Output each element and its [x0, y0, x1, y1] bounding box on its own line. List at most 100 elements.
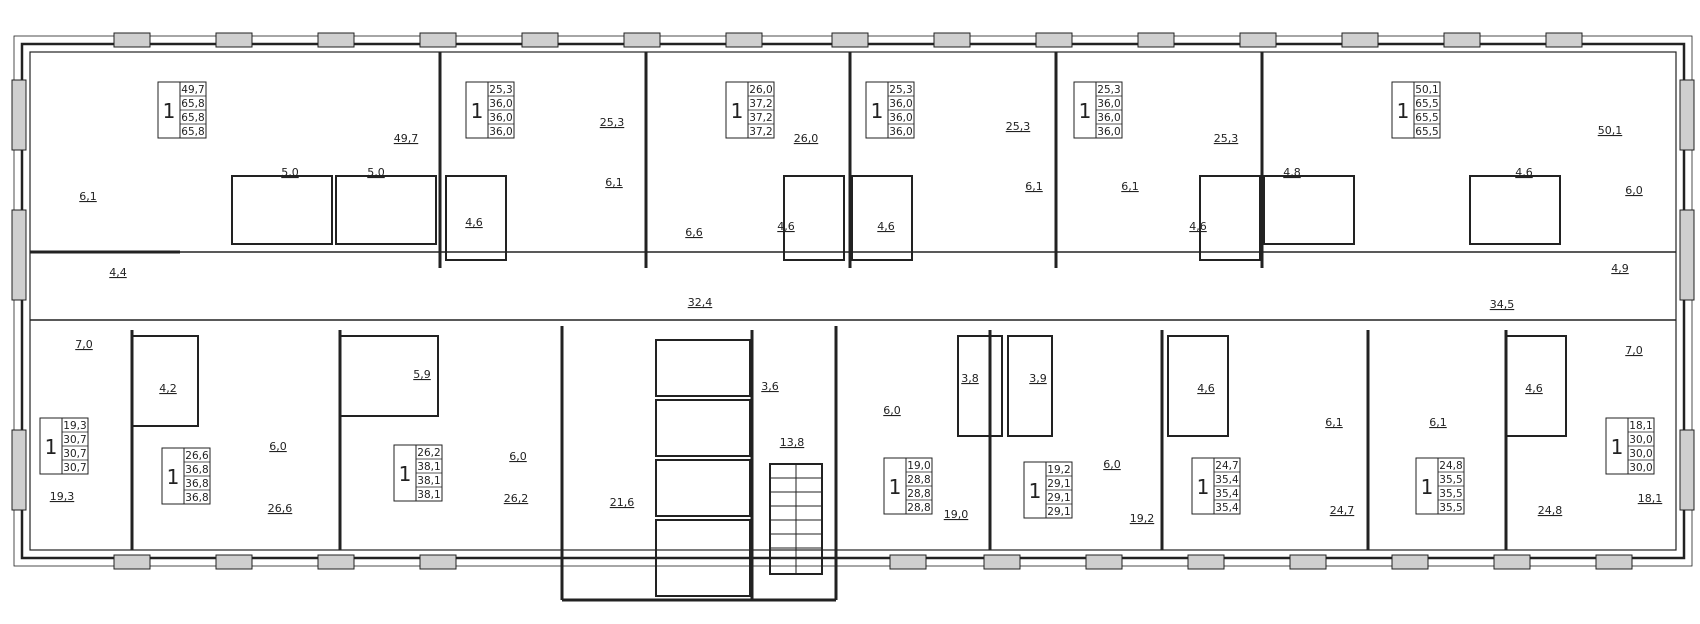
unit-rooms: 1 — [399, 462, 412, 486]
room-area-label: 6,1 — [1429, 416, 1447, 429]
unit-table: 119,229,129,129,1 — [1023, 461, 1073, 519]
room-area-label: 3,6 — [761, 380, 779, 393]
room-area-label: 3,8 — [961, 372, 979, 385]
room-area-label: 6,0 — [883, 404, 901, 417]
unit-area: 30,7 — [63, 448, 86, 460]
unit-table: 118,130,030,030,0 — [1605, 417, 1655, 475]
unit-area: 65,5 — [1415, 126, 1438, 138]
unit-rooms: 1 — [1197, 475, 1210, 499]
unit-area: 36,8 — [185, 492, 208, 504]
room-area-label: 26,0 — [794, 132, 819, 145]
room-area-label: 7,0 — [75, 338, 93, 351]
room-area-label: 13,8 — [780, 436, 805, 449]
unit-area: 38,1 — [417, 489, 440, 501]
unit-area: 28,8 — [907, 474, 930, 486]
unit-area: 25,3 — [1097, 84, 1120, 96]
room-area-label: 6,1 — [1325, 416, 1343, 429]
unit-area: 49,7 — [181, 84, 204, 96]
unit-area: 35,4 — [1215, 474, 1239, 486]
unit-area: 65,5 — [1415, 98, 1438, 110]
room-area-label: 25,3 — [600, 116, 625, 129]
unit-table: 150,165,565,565,5 — [1391, 81, 1441, 139]
room-area-label: 6,1 — [79, 190, 97, 203]
unit-table: 119,028,828,828,8 — [883, 457, 933, 515]
unit-area: 36,0 — [1097, 126, 1120, 138]
unit-rooms: 1 — [1079, 99, 1092, 123]
unit-area: 30,0 — [1629, 448, 1652, 460]
room-area-label: 6,0 — [1625, 184, 1643, 197]
unit-rooms: 1 — [45, 435, 58, 459]
unit-table: 126,636,836,836,8 — [161, 447, 211, 505]
room-area-label: 24,8 — [1538, 504, 1563, 517]
unit-area: 36,0 — [1097, 98, 1120, 110]
unit-area: 37,2 — [749, 112, 772, 124]
unit-area: 37,2 — [749, 98, 772, 110]
unit-area: 36,0 — [889, 112, 912, 124]
unit-area: 18,1 — [1629, 420, 1652, 432]
room-area-label: 4,6 — [777, 220, 795, 233]
room-area-label: 4,6 — [877, 220, 895, 233]
unit-area: 36,8 — [185, 478, 208, 490]
unit-area: 36,0 — [489, 98, 512, 110]
unit-area: 29,1 — [1047, 478, 1070, 490]
room-area-label: 19,0 — [944, 508, 969, 521]
room-area-label: 4,6 — [465, 216, 483, 229]
unit-area: 35,4 — [1215, 488, 1239, 500]
room-area-label: 6,0 — [1103, 458, 1121, 471]
unit-area: 19,0 — [907, 460, 930, 472]
room-area-label: 21,6 — [610, 496, 635, 509]
unit-area: 38,1 — [417, 475, 440, 487]
unit-area: 65,8 — [181, 98, 204, 110]
room-area-label: 6,1 — [1121, 180, 1139, 193]
unit-area: 36,0 — [1097, 112, 1120, 124]
unit-table: 125,336,036,036,0 — [865, 81, 915, 139]
room-area-label: 5,9 — [413, 368, 431, 381]
unit-area: 19,3 — [63, 420, 86, 432]
unit-area: 37,2 — [749, 126, 772, 138]
unit-tables: 149,765,865,865,8125,336,036,036,0126,03… — [39, 81, 1655, 519]
unit-area: 36,0 — [889, 98, 912, 110]
unit-rooms: 1 — [1397, 99, 1410, 123]
room-area-label: 4,6 — [1189, 220, 1207, 233]
unit-area: 24,7 — [1215, 460, 1238, 472]
unit-area: 28,8 — [907, 488, 930, 500]
unit-rooms: 1 — [889, 475, 902, 499]
unit-area: 35,5 — [1439, 502, 1462, 514]
room-area-label: 6,0 — [509, 450, 527, 463]
unit-table: 125,336,036,036,0 — [465, 81, 515, 139]
unit-area: 35,5 — [1439, 488, 1462, 500]
unit-area: 29,1 — [1047, 492, 1070, 504]
unit-area: 30,7 — [63, 434, 86, 446]
unit-area: 26,0 — [749, 84, 772, 96]
unit-area: 30,0 — [1629, 434, 1652, 446]
unit-rooms: 1 — [1421, 475, 1434, 499]
unit-area: 36,8 — [185, 464, 208, 476]
unit-rooms: 1 — [871, 99, 884, 123]
room-area-label: 4,6 — [1525, 382, 1543, 395]
unit-area: 65,8 — [181, 112, 204, 124]
unit-area: 19,2 — [1047, 464, 1070, 476]
room-area-label: 7,0 — [1625, 344, 1643, 357]
room-area-label: 50,1 — [1598, 124, 1623, 137]
unit-area: 36,0 — [489, 126, 512, 138]
unit-area: 35,5 — [1439, 474, 1462, 486]
room-area-label: 6,1 — [1025, 180, 1043, 193]
unit-area: 36,0 — [489, 112, 512, 124]
unit-area: 38,1 — [417, 461, 440, 473]
unit-table: 1 25,3 36,0 36,0 36,0 — [1073, 81, 1123, 139]
unit-rooms: 1 — [167, 465, 180, 489]
unit-area: 65,5 — [1415, 112, 1438, 124]
room-area-label: 6,6 — [685, 226, 703, 239]
room-area-label: 5,0 — [367, 166, 385, 179]
room-area-label: 4,6 — [1515, 166, 1533, 179]
unit-area: 24,8 — [1439, 460, 1462, 472]
room-area-label: 3,9 — [1029, 372, 1047, 385]
room-area-label: 19,3 — [50, 490, 75, 503]
room-area-label: 4,2 — [159, 382, 177, 395]
room-area-label: 24,7 — [1330, 504, 1355, 517]
unit-table: 126,238,138,138,1 — [393, 444, 443, 502]
unit-rooms: 1 — [731, 99, 744, 123]
unit-area: 25,3 — [489, 84, 512, 96]
